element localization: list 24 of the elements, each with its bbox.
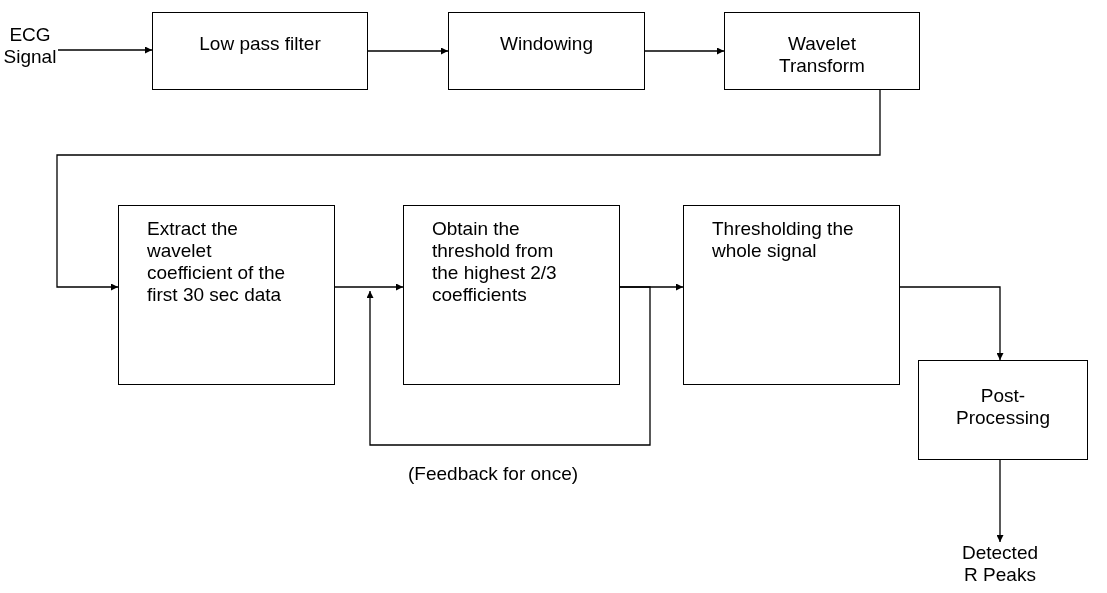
box-label: Windowing: [499, 33, 594, 55]
text-label: Detected R Peaks: [960, 542, 1039, 586]
box-label: Wavelet Transform: [778, 33, 866, 77]
process-box: [683, 205, 900, 385]
arrow: [366, 286, 651, 446]
arrow: [56, 89, 881, 291]
text-label: ECG Signal: [2, 24, 58, 68]
process-box: [724, 12, 920, 90]
arrow: [899, 286, 1004, 361]
box-label: Thresholding the whole signal: [712, 218, 855, 262]
arrow: [644, 47, 725, 55]
process-box: [403, 205, 620, 385]
box-label: Extract the wavelet coefficient of the first 30 sec data: [147, 218, 287, 306]
arrow: [367, 47, 449, 55]
arrow: [996, 459, 1004, 543]
arrow: [334, 283, 404, 291]
arrow: [57, 46, 153, 54]
box-label: Low pass filter: [198, 33, 322, 55]
process-box: [448, 12, 645, 90]
box-label: Post-Processing: [955, 385, 1051, 429]
process-box: [152, 12, 368, 90]
process-box: [118, 205, 335, 385]
process-box: [918, 360, 1088, 460]
box-label: Obtain the threshold from the highest 2/3 coefficients: [432, 218, 558, 306]
